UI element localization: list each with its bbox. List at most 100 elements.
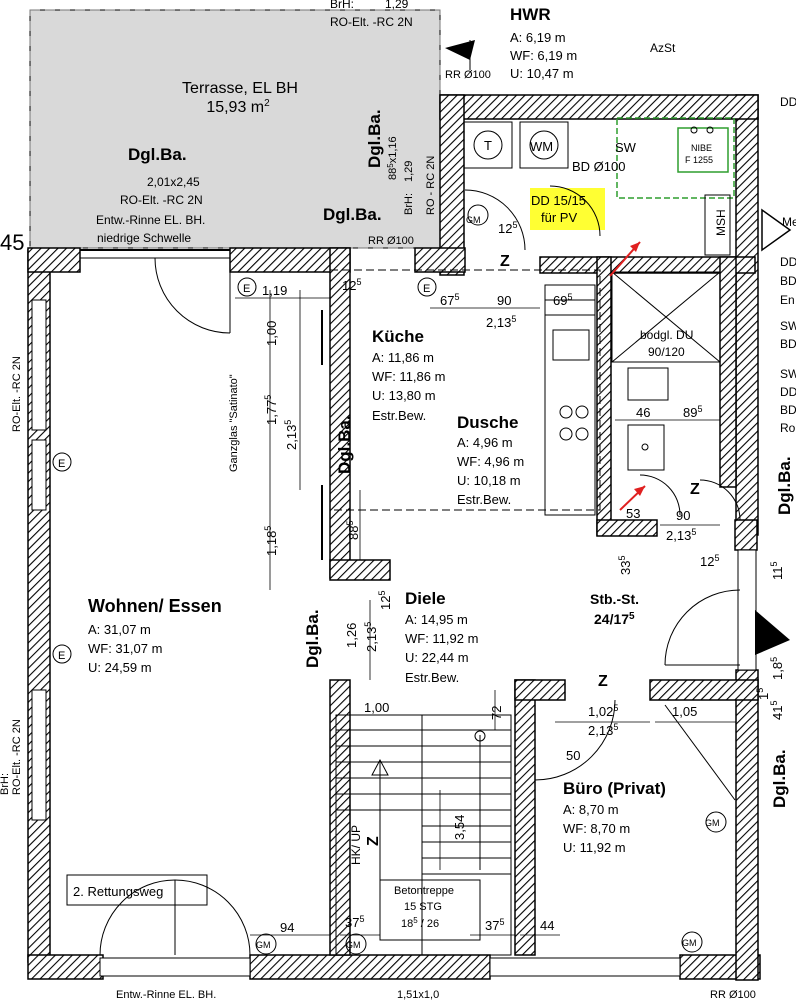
svg-text:Betontreppe: Betontreppe (394, 885, 454, 897)
svg-text:Dgl.Ba.: Dgl.Ba. (335, 415, 354, 474)
svg-text:BD Ø100: BD Ø100 (572, 159, 625, 174)
terrace-area (29, 9, 441, 249)
svg-text:Estr.Bew.: Estr.Bew. (405, 670, 459, 685)
svg-text:Z: Z (690, 481, 700, 498)
svg-text:1,00: 1,00 (364, 700, 389, 715)
svg-text:1,19: 1,19 (262, 283, 287, 298)
svg-text:Ganzglas "Satinato": Ganzglas "Satinato" (228, 374, 240, 472)
svg-text:A: 6,19 m: A: 6,19 m (510, 30, 566, 45)
svg-text:U: 13,80 m: U: 13,80 m (372, 388, 436, 403)
svg-text:bodgl. DU: bodgl. DU (640, 328, 693, 342)
svg-text:Dgl.Ba.: Dgl.Ba. (303, 609, 322, 668)
svg-text:Z: Z (500, 253, 510, 270)
staircase (335, 714, 512, 956)
svg-text:415: 415 (769, 701, 785, 720)
svg-text:24/175: 24/175 (594, 611, 635, 627)
svg-text:SW: SW (615, 140, 637, 155)
rotated-labels: Dgl.Ba. Dgl.Ba. Dgl.Ba. Dgl.Ba. Dgl.Ba. … (0, 109, 794, 865)
svg-text:E: E (423, 283, 430, 295)
svg-text:RO - RC 2N: RO - RC 2N (425, 156, 437, 215)
svg-text:E: E (58, 458, 65, 470)
svg-text:WF: 6,19 m: WF: 6,19 m (510, 48, 577, 63)
svg-text:Ro: Ro (780, 421, 796, 435)
svg-text:Z: Z (598, 673, 608, 690)
svg-text:15 STG: 15 STG (404, 901, 442, 913)
svg-text:45: 45 (0, 230, 24, 255)
svg-text:RR Ø100: RR Ø100 (445, 69, 491, 81)
svg-text:125: 125 (342, 277, 361, 293)
svg-text:DD: DD (780, 95, 796, 109)
svg-text:GM: GM (346, 940, 361, 950)
kitchen-counter-outline (329, 269, 601, 511)
svg-text:50: 50 (566, 748, 580, 763)
svg-text:BrH:: BrH: (330, 0, 354, 11)
svg-text:1,26: 1,26 (344, 623, 359, 648)
svg-text:44: 44 (540, 918, 554, 933)
svg-text:A: 14,95 m: A: 14,95 m (405, 612, 468, 627)
svg-text:2,135: 2,135 (486, 314, 516, 330)
svg-text:RO-Elt. -RC 2N: RO-Elt. -RC 2N (11, 719, 23, 795)
svg-text:125: 125 (498, 220, 517, 236)
svg-text:En: En (780, 293, 795, 307)
heat-pump-area (616, 117, 735, 199)
svg-text:375: 375 (485, 917, 504, 933)
svg-text:WF: 11,92 m: WF: 11,92 m (405, 631, 478, 646)
svg-text:Dgl.Ba.: Dgl.Ba. (770, 749, 789, 808)
svg-text:E: E (243, 283, 250, 295)
svg-text:U: 10,18 m: U: 10,18 m (457, 473, 521, 488)
svg-text:A: 8,70 m: A: 8,70 m (563, 802, 619, 817)
svg-text:1,00: 1,00 (264, 321, 279, 346)
svg-text:885: 885 (345, 521, 361, 540)
vertical-dimension-numbers: 1,00 1,775 2,135 1,185 885 1,26 2,135 12… (263, 321, 785, 840)
svg-text:BD: BD (780, 274, 796, 288)
svg-text:675: 675 (440, 292, 459, 308)
svg-text:RR Ø100: RR Ø100 (710, 989, 756, 1000)
svg-text:T: T (484, 138, 492, 153)
svg-text:90: 90 (676, 508, 690, 523)
svg-text:Dgl.Ba.: Dgl.Ba. (775, 456, 794, 515)
svg-text:A: 31,07 m: A: 31,07 m (88, 622, 151, 637)
svg-text:WF: 4,96 m: WF: 4,96 m (457, 454, 524, 469)
svg-text:115: 115 (769, 561, 785, 580)
hwr-title: HWR (510, 5, 551, 24)
hall-title: Diele (405, 589, 446, 608)
terrace-title: Terrasse, EL BH (182, 80, 298, 97)
svg-text:NIBE: NIBE (691, 143, 712, 153)
svg-text:U: 22,44 m: U: 22,44 m (405, 650, 469, 665)
svg-text:MSH: MSH (714, 209, 728, 236)
svg-text:94: 94 (280, 920, 294, 935)
svg-text:Dgl.Ba.: Dgl.Ba. (128, 145, 187, 164)
svg-text:335: 335 (617, 556, 633, 575)
svg-text:375: 375 (345, 914, 364, 930)
svg-text:Entw.-Rinne EL. BH.: Entw.-Rinne EL. BH. (96, 213, 205, 227)
svg-text:1,51x1,0: 1,51x1,0 (397, 989, 439, 1000)
svg-text:A: 11,86 m: A: 11,86 m (372, 350, 434, 365)
svg-text:90: 90 (497, 293, 511, 308)
svg-text:A: 4,96 m: A: 4,96 m (457, 435, 513, 450)
svg-text:2,01x2,45: 2,01x2,45 (147, 175, 200, 189)
svg-text:GM: GM (256, 940, 271, 950)
svg-text:GM: GM (705, 818, 720, 828)
svg-text:DD 15/15: DD 15/15 (531, 193, 586, 208)
svg-text:F 1255: F 1255 (685, 155, 713, 165)
living-title: Wohnen/ Essen (88, 596, 222, 616)
svg-text:15: 15 (755, 688, 771, 700)
svg-text:15,93 m2: 15,93 m2 (206, 98, 270, 116)
svg-text:125: 125 (700, 553, 719, 569)
svg-text:Me: Me (782, 215, 796, 229)
svg-text:RO-Elt. -RC 2N: RO-Elt. -RC 2N (11, 356, 23, 432)
svg-text:885x1,16: 885x1,16 (386, 136, 399, 180)
svg-text:1,025: 1,025 (588, 703, 618, 719)
svg-text:90/120: 90/120 (648, 345, 685, 359)
svg-text:GM: GM (466, 215, 481, 225)
svg-text:U: 24,59 m: U: 24,59 m (88, 660, 152, 675)
svg-text:895: 895 (683, 404, 702, 420)
svg-text:2,135: 2,135 (666, 527, 696, 543)
svg-text:1,775: 1,775 (263, 395, 279, 425)
svg-text:Estr.Bew.: Estr.Bew. (457, 492, 511, 507)
svg-text:BD: BD (780, 403, 796, 417)
svg-text:125: 125 (377, 591, 393, 610)
svg-text:GM: GM (682, 938, 697, 948)
